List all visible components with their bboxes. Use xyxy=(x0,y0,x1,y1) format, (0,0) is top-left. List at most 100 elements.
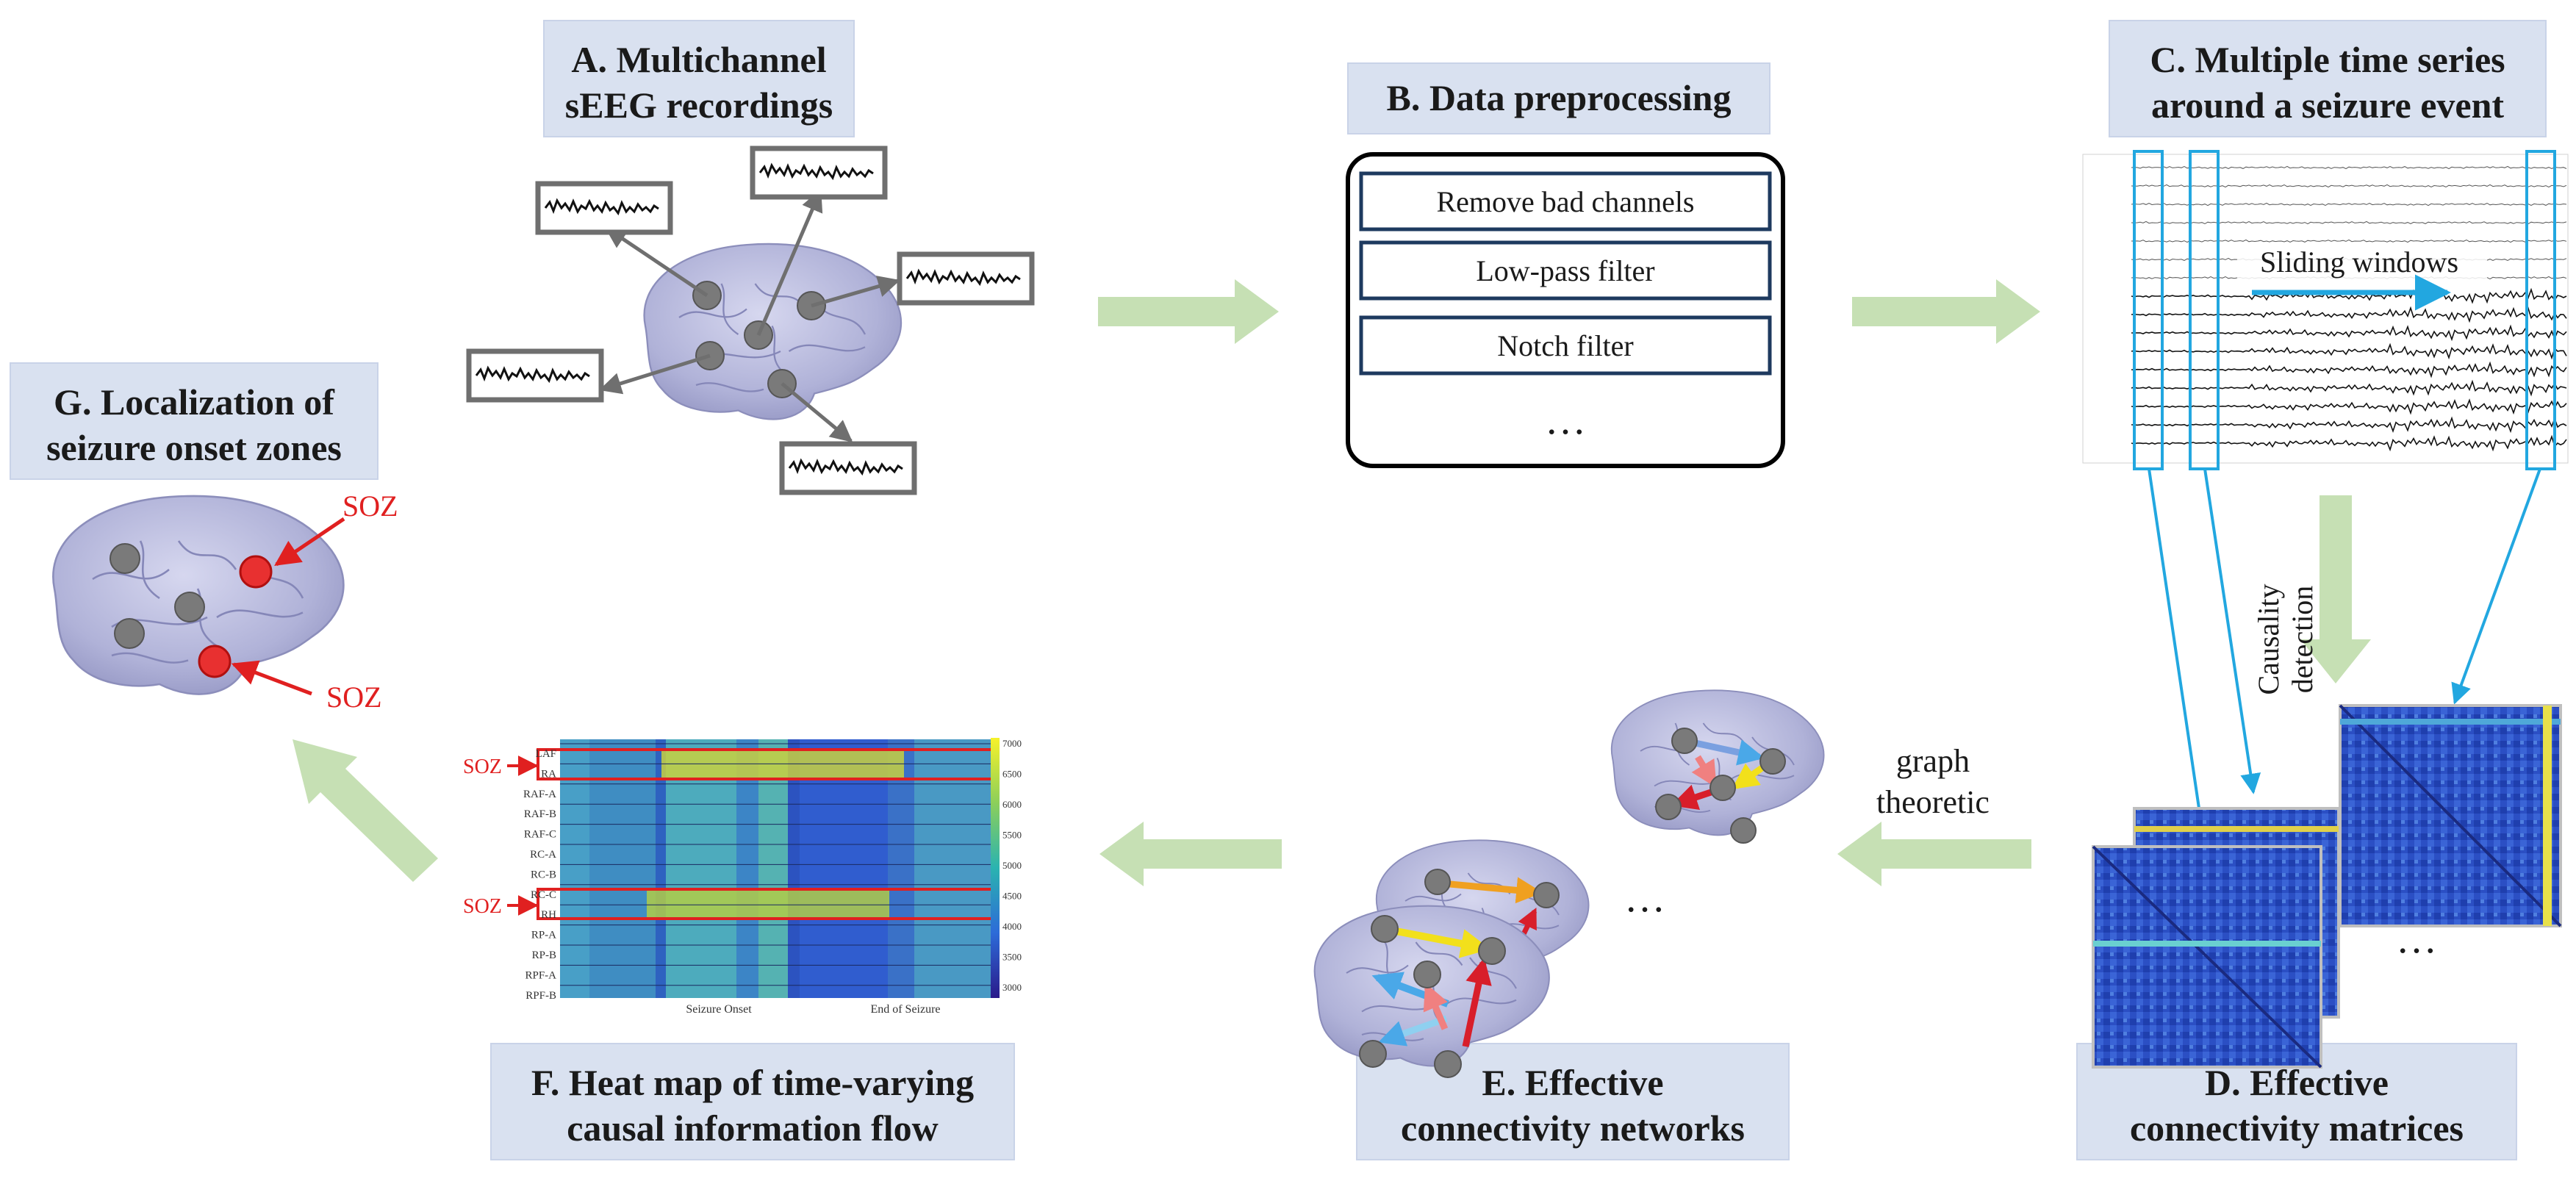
heatmap-band xyxy=(758,739,788,998)
preprocessing-panel: Remove bad channels Low-pass filter Notc… xyxy=(1346,152,1785,468)
title-e-letter: E xyxy=(1482,1062,1506,1103)
eeg-trace xyxy=(2131,202,2567,207)
colorbar-tick-label: 3500 xyxy=(1002,952,1022,963)
heatmap-soz-label-2: SOZ xyxy=(463,895,502,918)
causality-label-line1: Causality xyxy=(2252,584,2285,694)
svg-text:G. Localization of: G. Localization of xyxy=(54,381,335,423)
soz-electrode-1 xyxy=(239,555,273,589)
networks-ellipsis: … xyxy=(1624,875,1665,921)
eeg-trace xyxy=(2131,398,2567,415)
window-3 xyxy=(2525,150,2556,470)
title-f-letter: F xyxy=(531,1062,553,1103)
colorbar-tick-label: 4000 xyxy=(1002,921,1022,932)
title-d-letter: D xyxy=(2205,1062,2231,1103)
connectivity-networks: … xyxy=(1313,689,1825,1078)
graph-theoretic-line2: theoretic xyxy=(1876,784,1990,820)
title-d-line2: connectivity matrices xyxy=(2130,1108,2464,1149)
electrode-g1 xyxy=(110,543,140,574)
heatmap-channel-label: RP-B xyxy=(532,950,556,961)
heatmap-band xyxy=(736,739,758,998)
heatmap-channel-label: LAF xyxy=(536,748,556,760)
step-notch-filter xyxy=(1359,315,1772,376)
title-b-text: . Data preprocessing xyxy=(1411,77,1732,118)
title-box-g: G. Localization of seizure onset zones xyxy=(10,362,378,480)
title-a-letter: A xyxy=(571,39,598,80)
heatmap-channel-label: RPF-B xyxy=(525,990,556,1002)
eeg-trace xyxy=(2131,287,2567,304)
svg-text:D. Effective: D. Effective xyxy=(2205,1062,2389,1103)
soz-electrode-2 xyxy=(198,645,232,678)
localization-panel: SOZ SOZ xyxy=(52,489,398,714)
eeg-trace xyxy=(2131,361,2567,378)
electrode-g2 xyxy=(174,592,205,622)
window-2-to-matrix xyxy=(2203,468,2261,794)
colorbar-tick-label: 5500 xyxy=(1002,830,1022,841)
title-g-letter: G xyxy=(54,381,82,423)
title-a-line1: . Multichannel xyxy=(598,39,826,80)
heatmap-band xyxy=(914,739,991,998)
title-c-letter: C xyxy=(2150,39,2176,80)
heatmap-band xyxy=(800,739,888,998)
flow-arrow-c-to-d xyxy=(2300,495,2371,683)
matrices-ellipsis: … xyxy=(2396,916,2437,962)
heatmap-xlabel-onset: Seizure Onset xyxy=(686,1003,752,1016)
heatmap-channel-label: RAF-B xyxy=(524,808,556,820)
title-box-a: A. Multichannel sEEG recordings xyxy=(543,20,855,137)
colorbar-tick-label: 6000 xyxy=(1002,799,1022,810)
heatmap-soz-label-1: SOZ xyxy=(463,755,502,778)
step-low-pass-filter-label: Low-pass filter xyxy=(1476,254,1654,287)
eeg-trace xyxy=(2131,434,2567,452)
title-e-line2: connectivity networks xyxy=(1401,1108,1745,1149)
time-series-panel: Sliding windows Causality detection xyxy=(2082,150,2569,850)
title-f-line2: causal information flow xyxy=(567,1108,939,1149)
graph-theoretic-line1: graph xyxy=(1896,743,1970,779)
connectivity-matrices: … xyxy=(2092,704,2562,1069)
eeg-trace xyxy=(2131,379,2567,397)
brain-e-back xyxy=(1610,689,1825,836)
eeg-trace xyxy=(2131,324,2567,342)
colorbar-tick-label: 3000 xyxy=(1002,982,1022,993)
heatmap-bands xyxy=(560,739,991,998)
colorbar-tick-label: 6500 xyxy=(1002,769,1022,780)
flow-arrow-e-to-f xyxy=(1099,822,1282,886)
heatmap-hot-region xyxy=(661,751,904,778)
window-3-to-matrix xyxy=(2451,468,2541,705)
colorbar-tick-label: 5000 xyxy=(1002,860,1022,871)
flow-arrow-f-to-g xyxy=(293,739,438,882)
svg-text:A. Multichannel: A. Multichannel xyxy=(571,39,826,80)
flow-arrow-b-to-c xyxy=(1852,279,2040,344)
title-g-line1: . Localization of xyxy=(82,381,335,423)
soz-label-2: SOZ xyxy=(326,681,382,714)
trace-box-3 xyxy=(897,251,1035,306)
title-box-f: F. Heat map of time-varying causal infor… xyxy=(490,1043,1015,1160)
heatmap-channel-label: RAF-A xyxy=(523,789,556,800)
time-series-traces xyxy=(2131,165,2567,452)
heatmap-channel-label: RC-A xyxy=(530,849,556,861)
svg-text:C. Multiple time series: C. Multiple time series xyxy=(2150,39,2505,80)
heatmap-band xyxy=(666,739,736,998)
svg-text:F. Heat map of time-varying: F. Heat map of time-varying xyxy=(531,1062,974,1103)
heatmap-channel-label: RA xyxy=(541,768,556,780)
eeg-trace xyxy=(2131,306,2567,323)
sliding-windows-label: Sliding windows xyxy=(2260,245,2458,279)
step-more-ellipsis: … xyxy=(1545,398,1586,443)
title-f-line1: . Heat map of time-varying xyxy=(550,1062,974,1103)
colorbar-tick-label: 7000 xyxy=(1002,738,1022,749)
window-1-to-matrix xyxy=(2148,468,2213,850)
title-g-line2: seizure onset zones xyxy=(46,427,342,468)
heatmap-band xyxy=(560,739,589,998)
heatmap-channel-label: RC-C xyxy=(531,889,556,901)
heatmap-channel-label: RH xyxy=(541,909,556,921)
heatmap-panel: LAFRARAF-ARAF-BRAF-CRC-ARC-BRC-CRHRP-ARP… xyxy=(463,738,1022,1016)
eeg-trace xyxy=(2131,184,2567,188)
title-b-letter: B xyxy=(1386,77,1410,118)
flow-arrow-d-to-e xyxy=(1837,822,2031,886)
flow-arrow-a-to-b xyxy=(1098,279,1279,344)
trace-box-5 xyxy=(779,441,917,495)
trace-box-2 xyxy=(750,146,888,200)
panel-a-brain-recordings xyxy=(466,146,1035,495)
step-low-pass-filter xyxy=(1359,240,1772,301)
step-notch-filter-label: Notch filter xyxy=(1497,329,1634,362)
heatmap-band xyxy=(589,739,656,998)
